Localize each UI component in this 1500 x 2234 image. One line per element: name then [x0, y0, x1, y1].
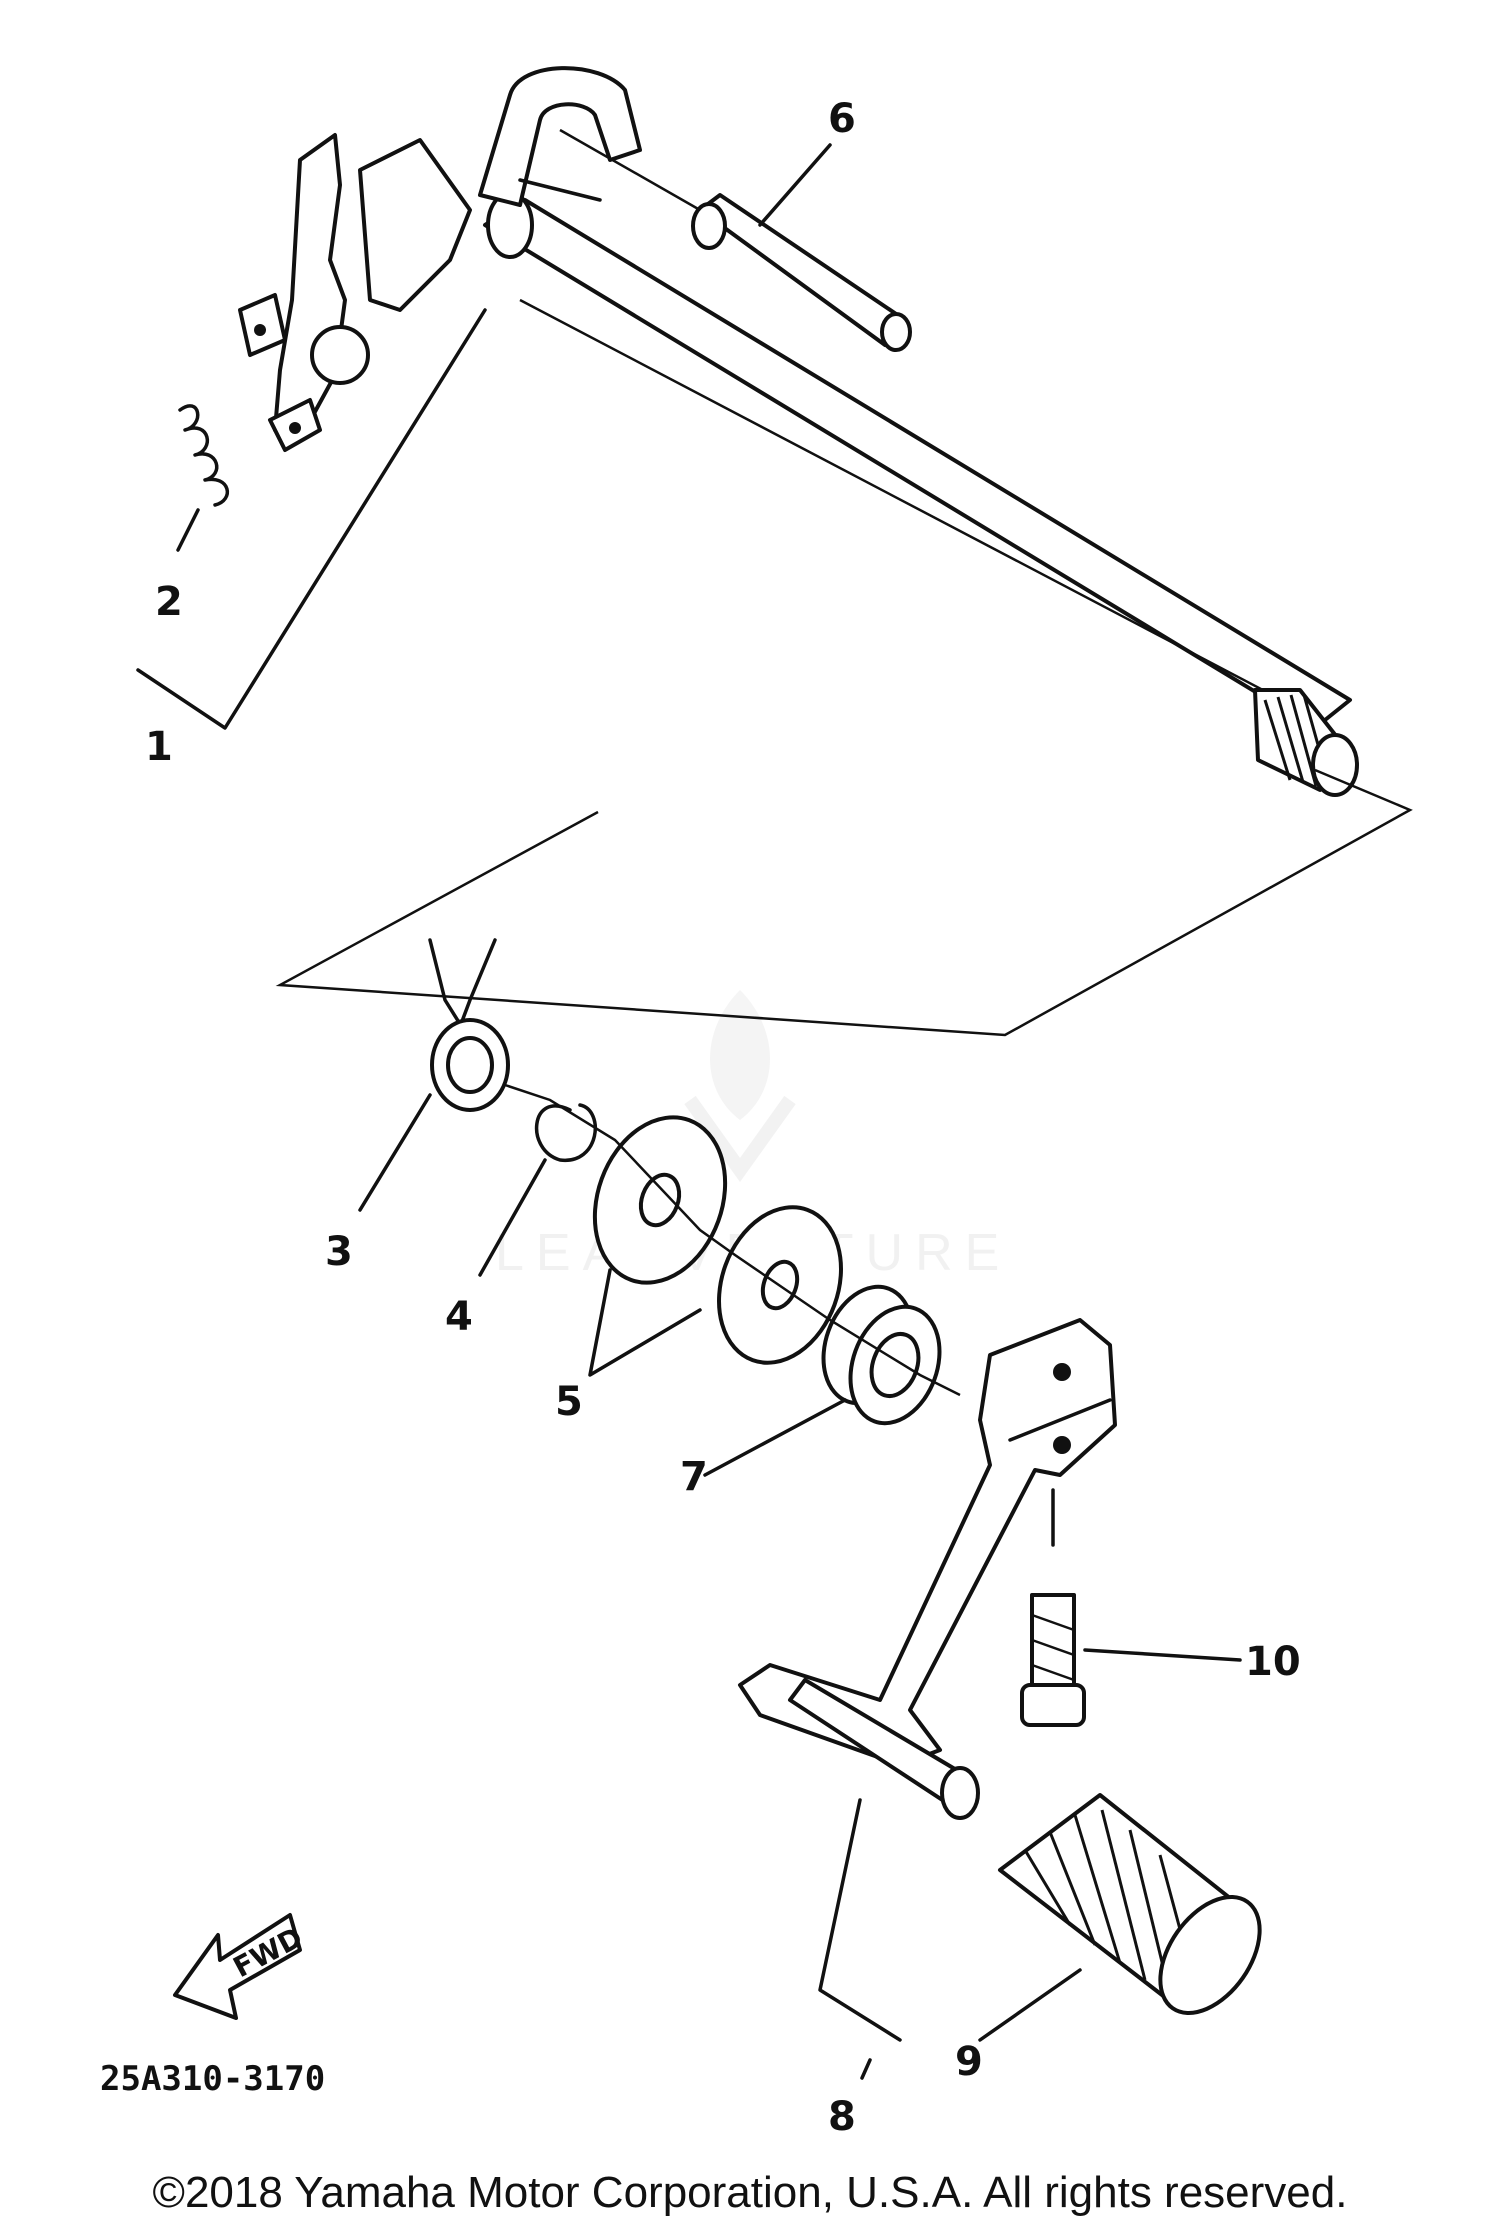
torsion-spring: [358, 938, 510, 1212]
copyright-footer: ©2018 Yamaha Motor Corporation, U.S.A. A…: [152, 2168, 1348, 2217]
leader-1: [136, 308, 487, 730]
assembly-frame: [275, 768, 1413, 1037]
callout-4: 4: [445, 1294, 473, 1340]
drawing-code: 25A310-3170: [100, 2059, 325, 2099]
washers: [588, 1115, 843, 1377]
assembly-axis: [504, 1083, 961, 1397]
callout-7: 7: [680, 1454, 708, 1500]
callout-6: 6: [828, 96, 856, 142]
callout-1: 1: [145, 724, 173, 770]
forward-direction-arrow: FWD: [173, 1913, 308, 2020]
shift-shaft: [238, 66, 1359, 797]
circlip: [478, 1103, 598, 1277]
callout-8: 8: [828, 2094, 856, 2140]
dowel-pin: [559, 128, 912, 352]
pedal-rubber: [978, 1793, 1262, 2042]
callout-3: 3: [325, 1229, 353, 1275]
callout-5: 5: [555, 1379, 583, 1425]
callout-2: 2: [155, 579, 183, 625]
callout-9: 9: [955, 2039, 983, 2085]
return-spring: [176, 404, 230, 552]
callout-10: 10: [1245, 1639, 1301, 1685]
pinch-bolt: [1020, 1488, 1242, 1727]
shift-pedal: [738, 1318, 1117, 2080]
